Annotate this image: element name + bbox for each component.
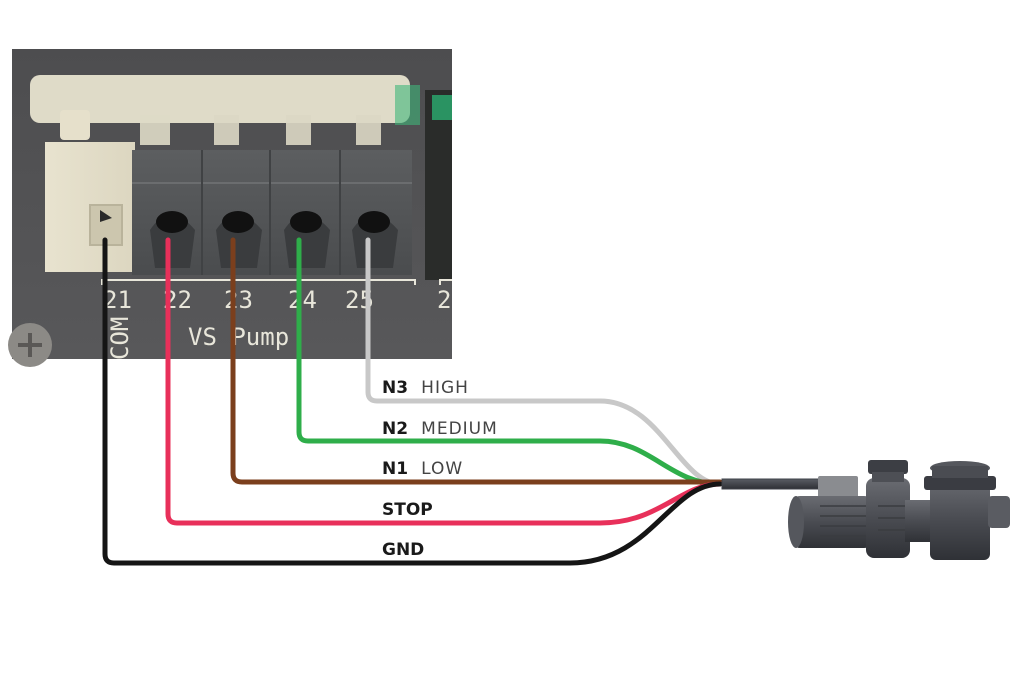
- wire-label-stop: STOP: [382, 500, 433, 520]
- wire-label-gnd: GND: [382, 540, 424, 560]
- board-label-com: COM: [106, 317, 134, 360]
- terminal-number: 24: [288, 286, 317, 314]
- terminal-number: 21: [103, 286, 132, 314]
- wire-code: N1: [382, 459, 408, 479]
- wire-gnd: [102, 237, 723, 566]
- wire-n1-low: [230, 237, 723, 485]
- terminal-openings: [150, 211, 398, 268]
- adjacent-connector: [425, 90, 452, 280]
- wire-label-n3: N3 HIGH: [382, 378, 469, 398]
- release-levers: [30, 75, 420, 145]
- wire-labels: N3 HIGH N2 MEDIUM N1 LOW STOP GND: [382, 378, 498, 560]
- wire-description: LOW: [421, 459, 463, 479]
- terminal-number: 23: [224, 286, 253, 314]
- wire-label-n1: N1 LOW: [382, 459, 463, 479]
- terminal-board-photo: 21 22 23 24 25 2 VS Pump COM: [8, 49, 452, 367]
- wire-label-n2: N2 MEDIUM: [382, 419, 498, 439]
- wire-code: N2: [382, 419, 408, 439]
- wire-description: HIGH: [421, 378, 469, 398]
- wire-code: GND: [382, 540, 424, 560]
- wire-code: N3: [382, 378, 408, 398]
- wires: [102, 237, 723, 566]
- wire-description: MEDIUM: [421, 419, 498, 439]
- pump-cable: [721, 478, 825, 490]
- wire-n2-medium: [296, 237, 723, 487]
- wire-code: STOP: [382, 500, 433, 520]
- board-label-vs-pump: VS Pump: [188, 323, 289, 351]
- wire-n3-high: [365, 237, 723, 487]
- adjacent-terminal-number: 2: [437, 286, 451, 314]
- pump-icon: [788, 460, 1010, 560]
